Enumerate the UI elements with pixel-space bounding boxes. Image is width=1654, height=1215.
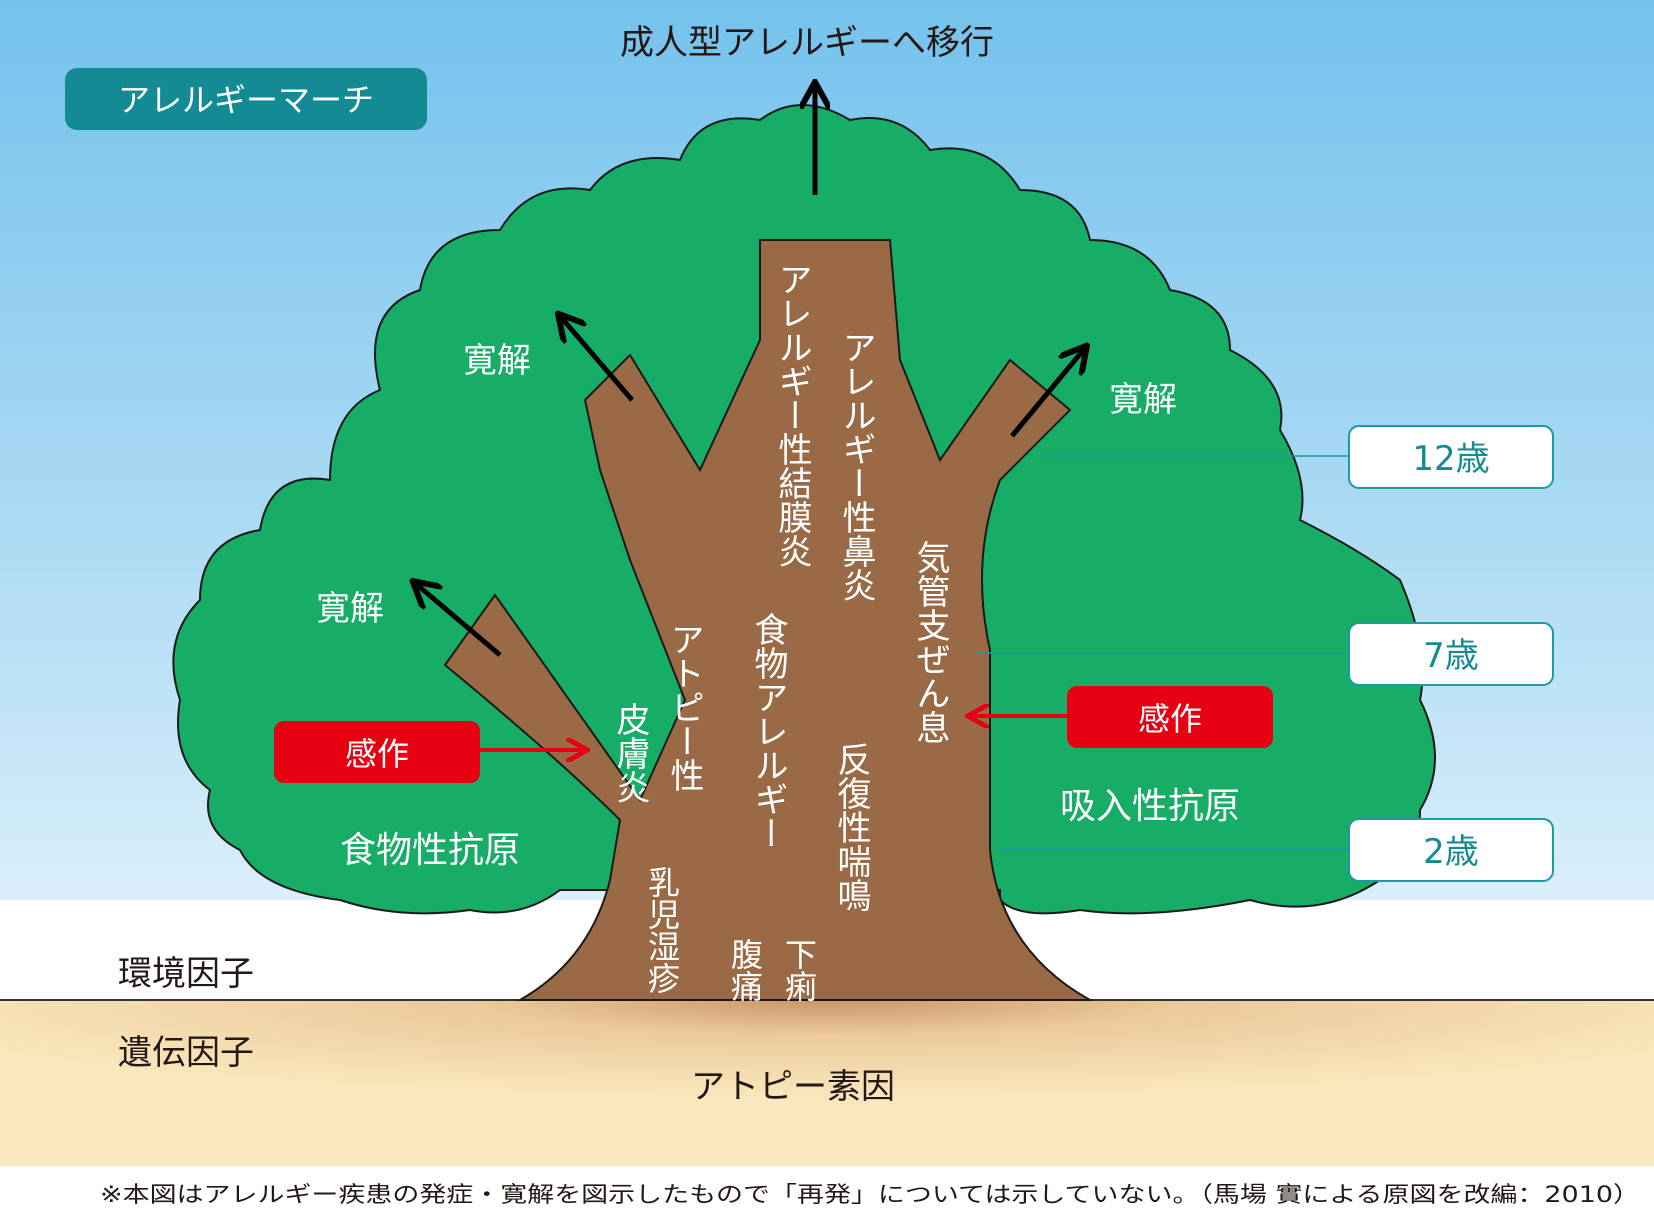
bronchial-asthma-label: 気管支ぜん息	[910, 540, 950, 744]
remission-label-right: 寛解	[1109, 380, 1177, 420]
age-box-12	[1348, 425, 1554, 489]
arrow-remission-left-upper	[560, 316, 634, 402]
atopic-dermatitis-label-2: 皮膚炎	[610, 702, 650, 804]
footnote: ※本図はアレルギー疾患の発症・寛解を図示したもので「再発」については示していない…	[100, 1183, 1640, 1208]
sensitization-label-left: 感作	[345, 735, 409, 773]
abdominal-pain-label: 腹痛	[726, 938, 764, 1002]
tree-trunk	[443, 239, 1094, 1001]
atopic-predisposition-label: アトピー素因	[691, 1067, 895, 1107]
allergic-rhinitis-label: アレルギー性鼻炎	[836, 330, 876, 602]
diarrhea-label: 下痢	[780, 938, 818, 1002]
age-box-2	[1348, 818, 1554, 882]
sensitization-label-right: 感作	[1138, 700, 1202, 738]
infant-eczema-label: 乳児湿疹	[643, 866, 681, 994]
environmental-factor-label: 環境因子	[118, 954, 254, 994]
atopic-dermatitis-label-1: アトピー性	[664, 622, 704, 792]
age-box-7	[1348, 622, 1554, 686]
remission-label-left-upper: 寛解	[463, 341, 531, 381]
recurrent-wheezing-label: 反復性喘鳴	[831, 742, 871, 912]
sensitization-badge-right	[1067, 686, 1273, 748]
arrow-remission-right	[1010, 348, 1085, 438]
soil-background	[0, 1000, 1654, 1166]
adult-transition-label: 成人型アレルギーへ移行	[620, 23, 994, 63]
remission-label-left-lower: 寛解	[316, 589, 384, 629]
footnote-band	[0, 1166, 1654, 1215]
allergic-conjunctivitis-label: アレルギー性結膜炎	[772, 262, 812, 568]
genetic-factor-label: 遺伝因子	[118, 1033, 254, 1073]
arrow-remission-left-lower	[415, 583, 502, 657]
age-label-2: 2歳	[1423, 832, 1479, 872]
age-label-7: 7歳	[1423, 636, 1479, 676]
title-badge-label: アレルギーマーチ	[118, 81, 374, 119]
food-allergy-label: 食物アレルギー	[748, 612, 788, 850]
sensitization-badge-left	[274, 721, 480, 783]
age-label-12: 12歳	[1412, 439, 1489, 479]
food-antigen-label: 食物性抗原	[340, 830, 520, 871]
inhaled-antigen-label: 吸入性抗原	[1060, 786, 1240, 827]
title-badge	[65, 68, 427, 130]
